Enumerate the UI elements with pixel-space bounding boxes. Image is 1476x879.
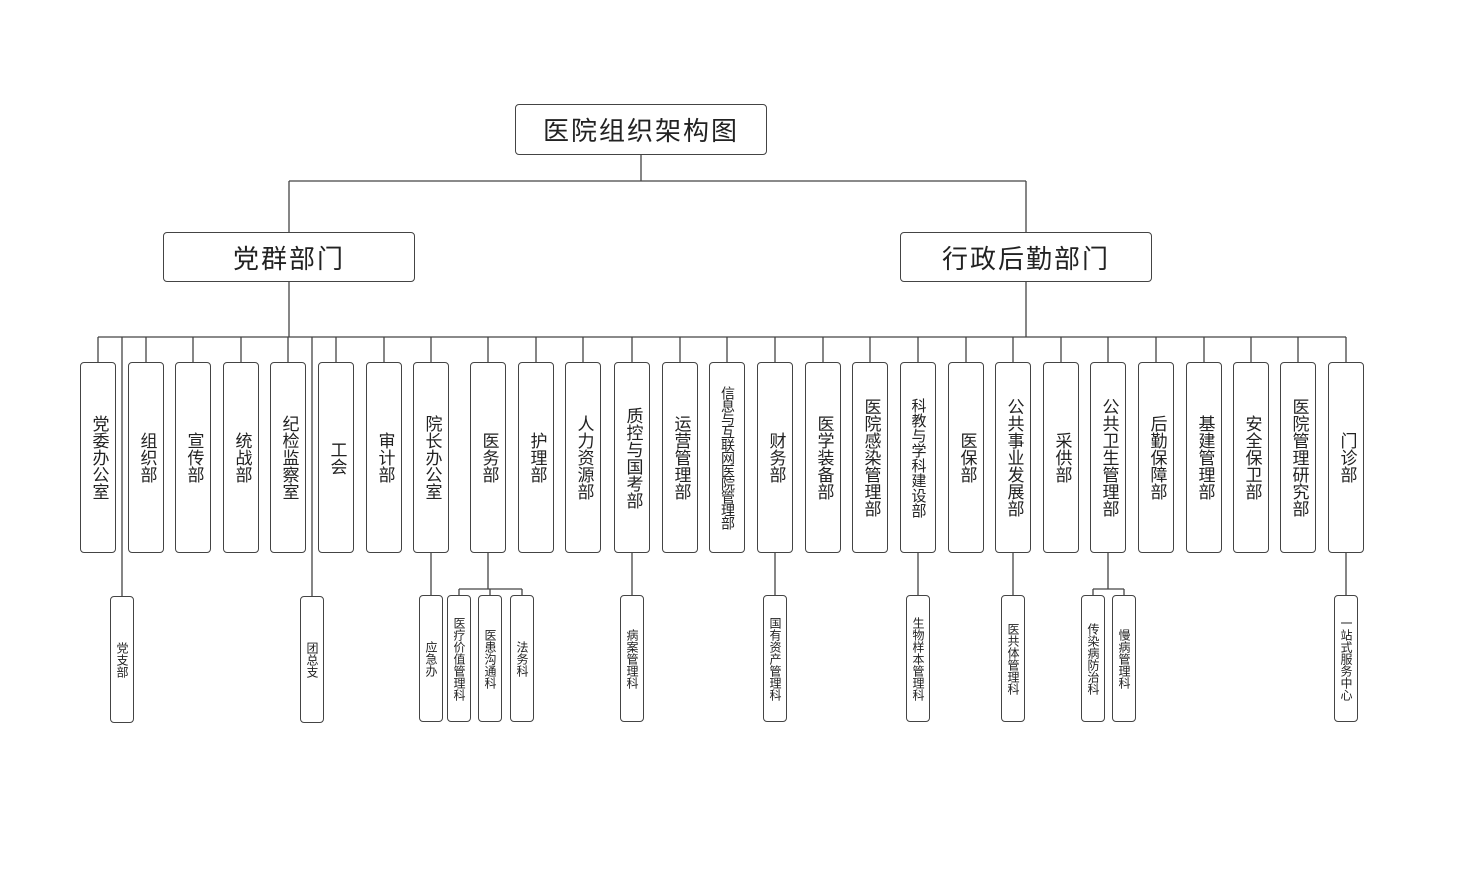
sub-unit-label: 一站式服务中心 (1339, 616, 1353, 701)
dept-label: 组织部 (136, 432, 157, 483)
dept-label: 统战部 (231, 432, 252, 483)
dept-box: 信息与互联网医院管理部 (709, 362, 745, 553)
sub-unit-label: 医疗价值管理科 (452, 616, 466, 701)
dept-box: 工会 (318, 362, 354, 553)
dept-label: 党委办公室 (88, 415, 109, 500)
dept-box: 科教与学科建设部 (900, 362, 936, 553)
sub-unit-box: 生物样本管理科 (906, 595, 930, 722)
dept-box: 后勤保障部 (1138, 362, 1174, 553)
dept-label: 基建管理部 (1194, 415, 1215, 500)
sub-unit-box: 医患沟通科 (478, 595, 502, 722)
dept-box: 人力资源部 (565, 362, 601, 553)
sub-unit-label: 团总支 (305, 641, 319, 678)
dept-label: 质控与国考部 (622, 406, 643, 509)
dept-box: 基建管理部 (1186, 362, 1222, 553)
sub-unit-label: 生物样本管理科 (911, 616, 925, 701)
dept-label: 运营管理部 (670, 415, 691, 500)
dept-box: 院长办公室 (413, 362, 449, 553)
sub-unit-box: 医疗价值管理科 (447, 595, 471, 722)
branch-party-masses: 党群部门 (163, 232, 415, 282)
dept-label: 医院感染管理部 (860, 398, 881, 517)
dept-box: 党委办公室 (80, 362, 116, 553)
dept-box: 安全保卫部 (1233, 362, 1269, 553)
sub-unit-box: 党支部 (110, 596, 134, 723)
dept-label: 纪检监察室 (278, 415, 299, 500)
dept-label: 公共事业发展部 (1003, 398, 1024, 517)
sub-unit-label: 国有资产管理科 (768, 616, 782, 701)
sub-unit-label: 法务科 (515, 640, 529, 677)
sub-unit-box: 法务科 (510, 595, 534, 722)
sub-unit-box: 医共体管理科 (1001, 595, 1025, 722)
dept-label: 审计部 (374, 432, 395, 483)
dept-box: 公共事业发展部 (995, 362, 1031, 553)
dept-label: 宣传部 (183, 432, 204, 483)
dept-label: 医院管理研究部 (1288, 398, 1309, 517)
sub-unit-box: 团总支 (300, 596, 324, 723)
sub-unit-label: 应急办 (424, 640, 438, 677)
sub-unit-label: 医患沟通科 (483, 628, 497, 689)
chart-title-box: 医院组织架构图 (515, 104, 767, 155)
dept-label: 医保部 (956, 432, 977, 483)
sub-unit-box: 传染病防治科 (1081, 595, 1105, 722)
sub-unit-label: 传染病防治科 (1086, 622, 1100, 695)
dept-box: 医务部 (470, 362, 506, 553)
sub-unit-label: 病案管理科 (625, 628, 639, 689)
dept-label: 门诊部 (1336, 432, 1357, 483)
dept-label: 科教与学科建设部 (909, 397, 928, 518)
dept-box: 统战部 (223, 362, 259, 553)
dept-box: 采供部 (1043, 362, 1079, 553)
sub-unit-box: 一站式服务中心 (1334, 595, 1358, 722)
sub-unit-box: 病案管理科 (620, 595, 644, 722)
dept-box: 宣传部 (175, 362, 211, 553)
dept-label: 采供部 (1051, 432, 1072, 483)
dept-box: 门诊部 (1328, 362, 1364, 553)
branch-label: 党群部门 (232, 244, 345, 275)
dept-label: 安全保卫部 (1241, 415, 1262, 500)
dept-box: 组织部 (128, 362, 164, 553)
dept-label: 人力资源部 (573, 415, 594, 500)
dept-label: 医学装备部 (813, 415, 834, 500)
sub-unit-label: 党支部 (115, 641, 129, 678)
sub-unit-label: 医共体管理科 (1006, 622, 1020, 695)
sub-unit-label: 慢病管理科 (1117, 628, 1131, 689)
dept-box: 财务部 (757, 362, 793, 553)
branch-administration-logistics: 行政后勤部门 (900, 232, 1152, 282)
dept-box: 运营管理部 (662, 362, 698, 553)
dept-box: 纪检监察室 (270, 362, 306, 553)
dept-box: 医学装备部 (805, 362, 841, 553)
dept-box: 公共卫生管理部 (1090, 362, 1126, 553)
dept-label: 财务部 (765, 432, 786, 483)
sub-unit-box: 国有资产管理科 (763, 595, 787, 722)
dept-box: 质控与国考部 (614, 362, 650, 553)
dept-label: 院长办公室 (421, 415, 442, 500)
dept-label: 医务部 (478, 432, 499, 483)
dept-label: 信息与互联网医院管理部 (719, 386, 735, 529)
dept-label: 后勤保障部 (1146, 415, 1167, 500)
dept-label: 护理部 (526, 432, 547, 483)
chart-title: 医院组织架构图 (542, 117, 739, 147)
dept-box: 护理部 (518, 362, 554, 553)
sub-unit-box: 应急办 (419, 595, 443, 722)
dept-label: 工会 (326, 440, 347, 475)
dept-box: 医院感染管理部 (852, 362, 888, 553)
dept-box: 医保部 (948, 362, 984, 553)
dept-box: 审计部 (366, 362, 402, 553)
branch-label: 行政后勤部门 (941, 244, 1110, 275)
sub-unit-box: 慢病管理科 (1112, 595, 1136, 722)
dept-label: 公共卫生管理部 (1098, 398, 1119, 517)
dept-box: 医院管理研究部 (1280, 362, 1316, 553)
